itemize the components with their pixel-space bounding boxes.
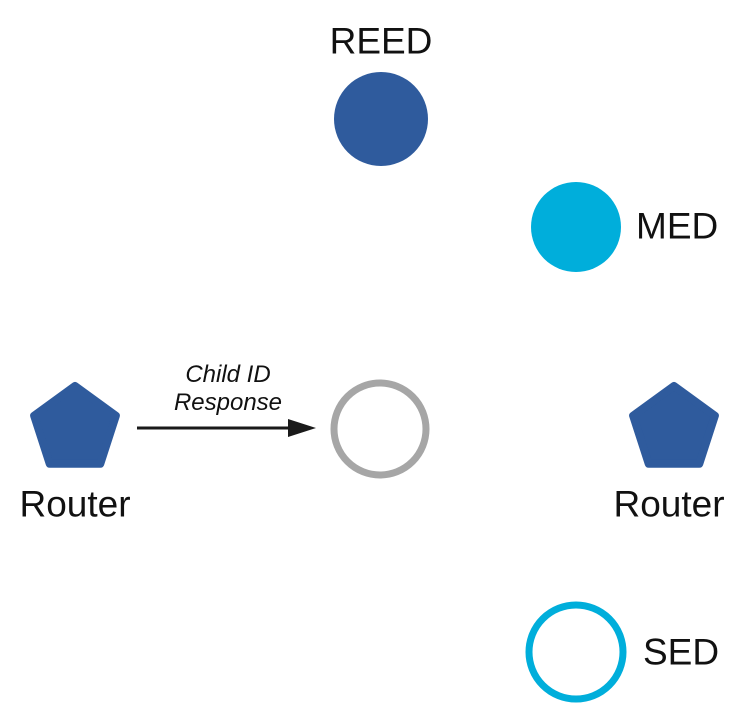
sed-node-icon — [525, 601, 627, 703]
med-node-icon — [531, 182, 621, 272]
med-label: MED — [636, 205, 719, 247]
sed-label: SED — [643, 631, 720, 673]
router-left-label: Router — [19, 483, 131, 525]
child-id-response-label-line2: Response — [173, 389, 283, 416]
router-left-node-icon — [30, 382, 120, 468]
reed-label: REED — [329, 20, 433, 62]
reed-node-icon — [334, 72, 428, 166]
router-right-node-icon — [629, 382, 719, 468]
router-right-label: Router — [613, 483, 725, 525]
joining-device-node-icon — [330, 379, 430, 479]
child-id-response-label-line1: Child ID — [185, 361, 271, 388]
child-id-response-arrowhead-icon — [288, 419, 316, 437]
child-id-response-label: Child ID Response — [174, 361, 282, 417]
